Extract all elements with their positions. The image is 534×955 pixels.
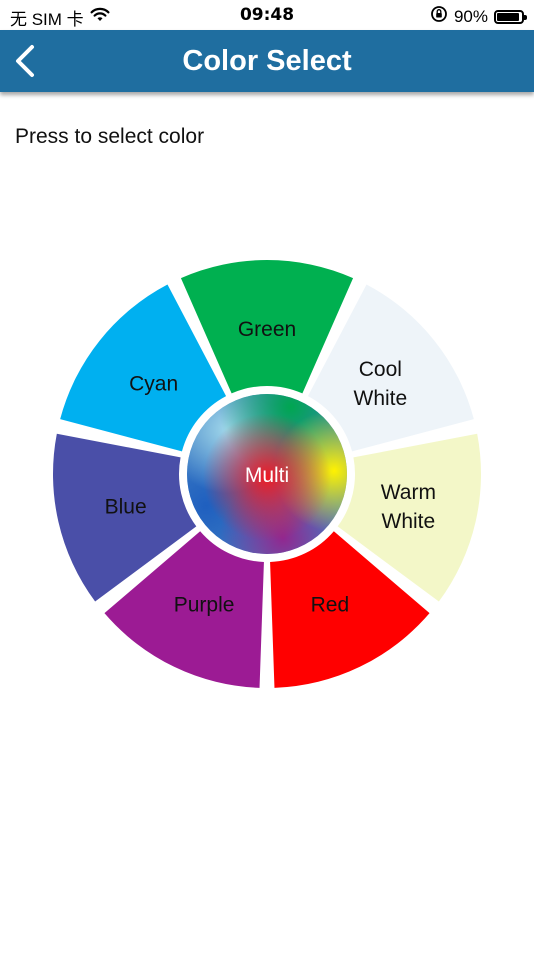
segment-shape-cyan [60, 284, 227, 452]
carrier-label: 无 SIM 卡 [10, 10, 84, 29]
wifi-icon [90, 7, 110, 28]
segment-shape-purple [104, 531, 264, 688]
battery-icon [494, 9, 527, 24]
segment-shape-cool-white [307, 284, 474, 452]
segment-shape-green [180, 260, 354, 394]
chevron-left-icon [16, 45, 34, 77]
segment-shape-blue [53, 433, 197, 602]
battery-percent: 90% [453, 6, 488, 26]
status-left: 无 SIM 卡 [10, 5, 110, 30]
orientation-lock-icon [430, 5, 448, 28]
instruction-text: Press to select color [15, 125, 205, 148]
multi-button[interactable]: Multi [183, 390, 351, 558]
status-bar: 无 SIM 卡 09:48 90% [0, 0, 534, 30]
segment-shape-warm-white [337, 433, 481, 602]
battery-fill [497, 12, 519, 21]
status-time: 09:48 [239, 5, 295, 25]
page-title: Color Select [182, 45, 352, 77]
nav-bar: Color Select [0, 30, 534, 92]
segment-shape-red [270, 531, 430, 688]
back-button[interactable] [8, 40, 48, 82]
status-right: 90% [430, 5, 527, 28]
